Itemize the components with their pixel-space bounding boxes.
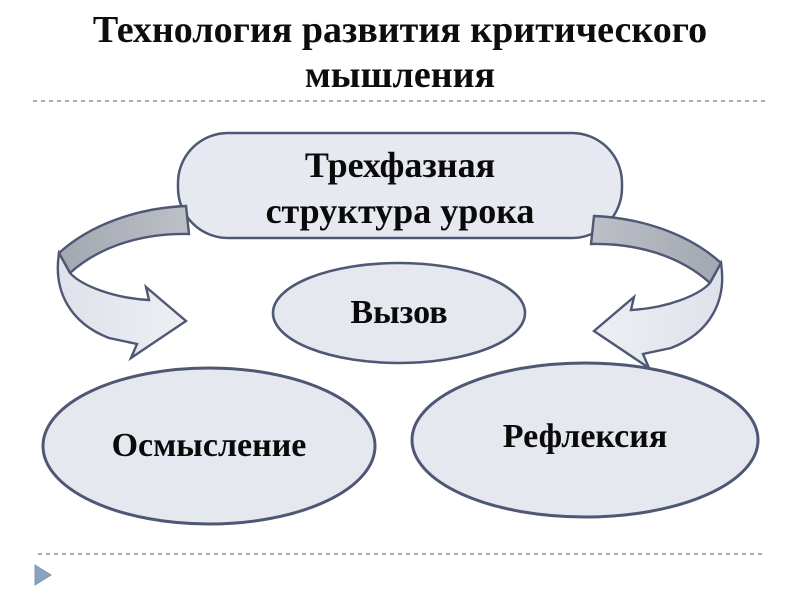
slide-title-line-2: мышления xyxy=(304,54,496,96)
phase-challenge-shape xyxy=(271,261,527,365)
right-arrow-ribbon-and-head xyxy=(592,259,724,372)
phase-comprehension-label: Осмысление xyxy=(111,427,307,464)
root-node-label: Трехфазная структура урока xyxy=(178,142,622,234)
root-node-label-line-2: структура урока xyxy=(265,191,535,231)
left-arrow-ribbon-and-head xyxy=(56,249,188,362)
right-curved-arrow xyxy=(589,214,724,372)
title-divider-dotted-line xyxy=(33,100,765,102)
left-curved-arrow xyxy=(56,204,191,362)
root-node-label-line-1: Трехфазная xyxy=(304,145,496,185)
phase-comprehension-shape xyxy=(41,366,377,526)
slide-title-line-1: Технология развития критического xyxy=(92,9,708,51)
footer-divider-dotted-line xyxy=(38,553,762,555)
left-arrow-top-band xyxy=(57,204,191,275)
play-triangle-icon xyxy=(34,564,52,586)
phase-challenge-label: Вызов xyxy=(350,294,448,331)
phase-reflection-shape xyxy=(410,361,760,519)
root-node-shape xyxy=(176,131,624,240)
phase-reflection-label: Рефлексия xyxy=(502,418,668,455)
